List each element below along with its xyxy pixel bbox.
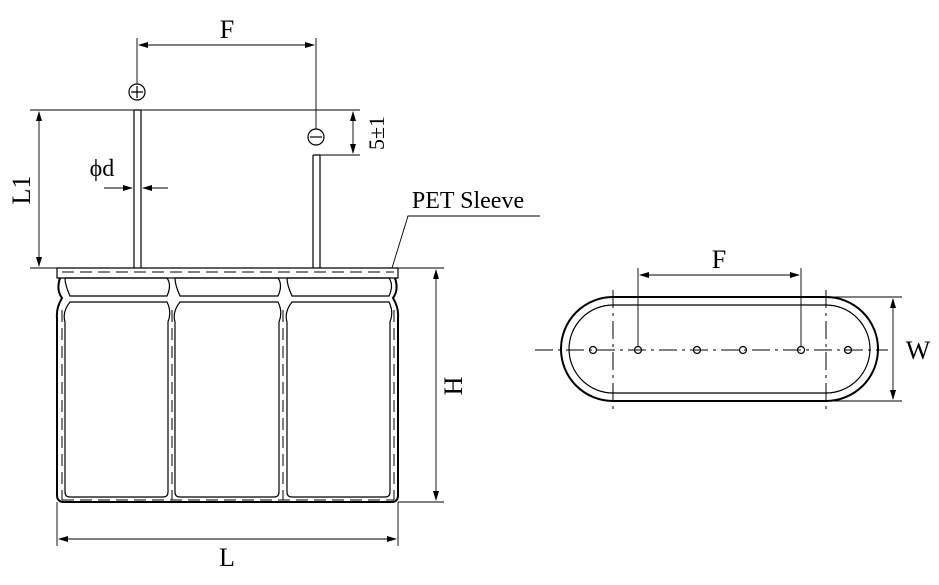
dimension-f-top: F <box>637 245 802 346</box>
top-outline <box>560 296 879 402</box>
dim-5-label: 5±1 <box>364 116 389 150</box>
dim-f-top-label: F <box>712 245 726 274</box>
dim-pd-label: ϕd <box>90 156 115 182</box>
dimension-l: L <box>56 502 399 572</box>
dimension-5: 5±1 <box>141 109 389 156</box>
dim-f-side-label: F <box>220 15 234 44</box>
dimension-pd: ϕd <box>90 156 168 191</box>
inner-cells <box>61 271 395 501</box>
dim-l1-label: L1 <box>7 176 36 205</box>
dimension-f-side: F <box>136 15 317 129</box>
terminal-negative <box>307 128 325 268</box>
dim-l-label: L <box>219 543 235 572</box>
dim-w-label: W <box>906 336 931 365</box>
top-view: F W <box>535 245 931 413</box>
side-view: F L1 5±1 ϕd PET Sleeve <box>7 15 540 572</box>
terminal-holes <box>588 345 853 355</box>
terminal-positive <box>128 83 146 268</box>
dimension-w: W <box>826 296 931 402</box>
pet-sleeve-callout: PET Sleeve <box>391 188 540 269</box>
dim-h-label: H <box>439 376 468 395</box>
dimension-h: H <box>398 267 468 503</box>
dimension-l1: L1 <box>7 109 134 269</box>
capacitor-body <box>55 267 400 503</box>
pet-sleeve-label: PET Sleeve <box>412 188 524 214</box>
